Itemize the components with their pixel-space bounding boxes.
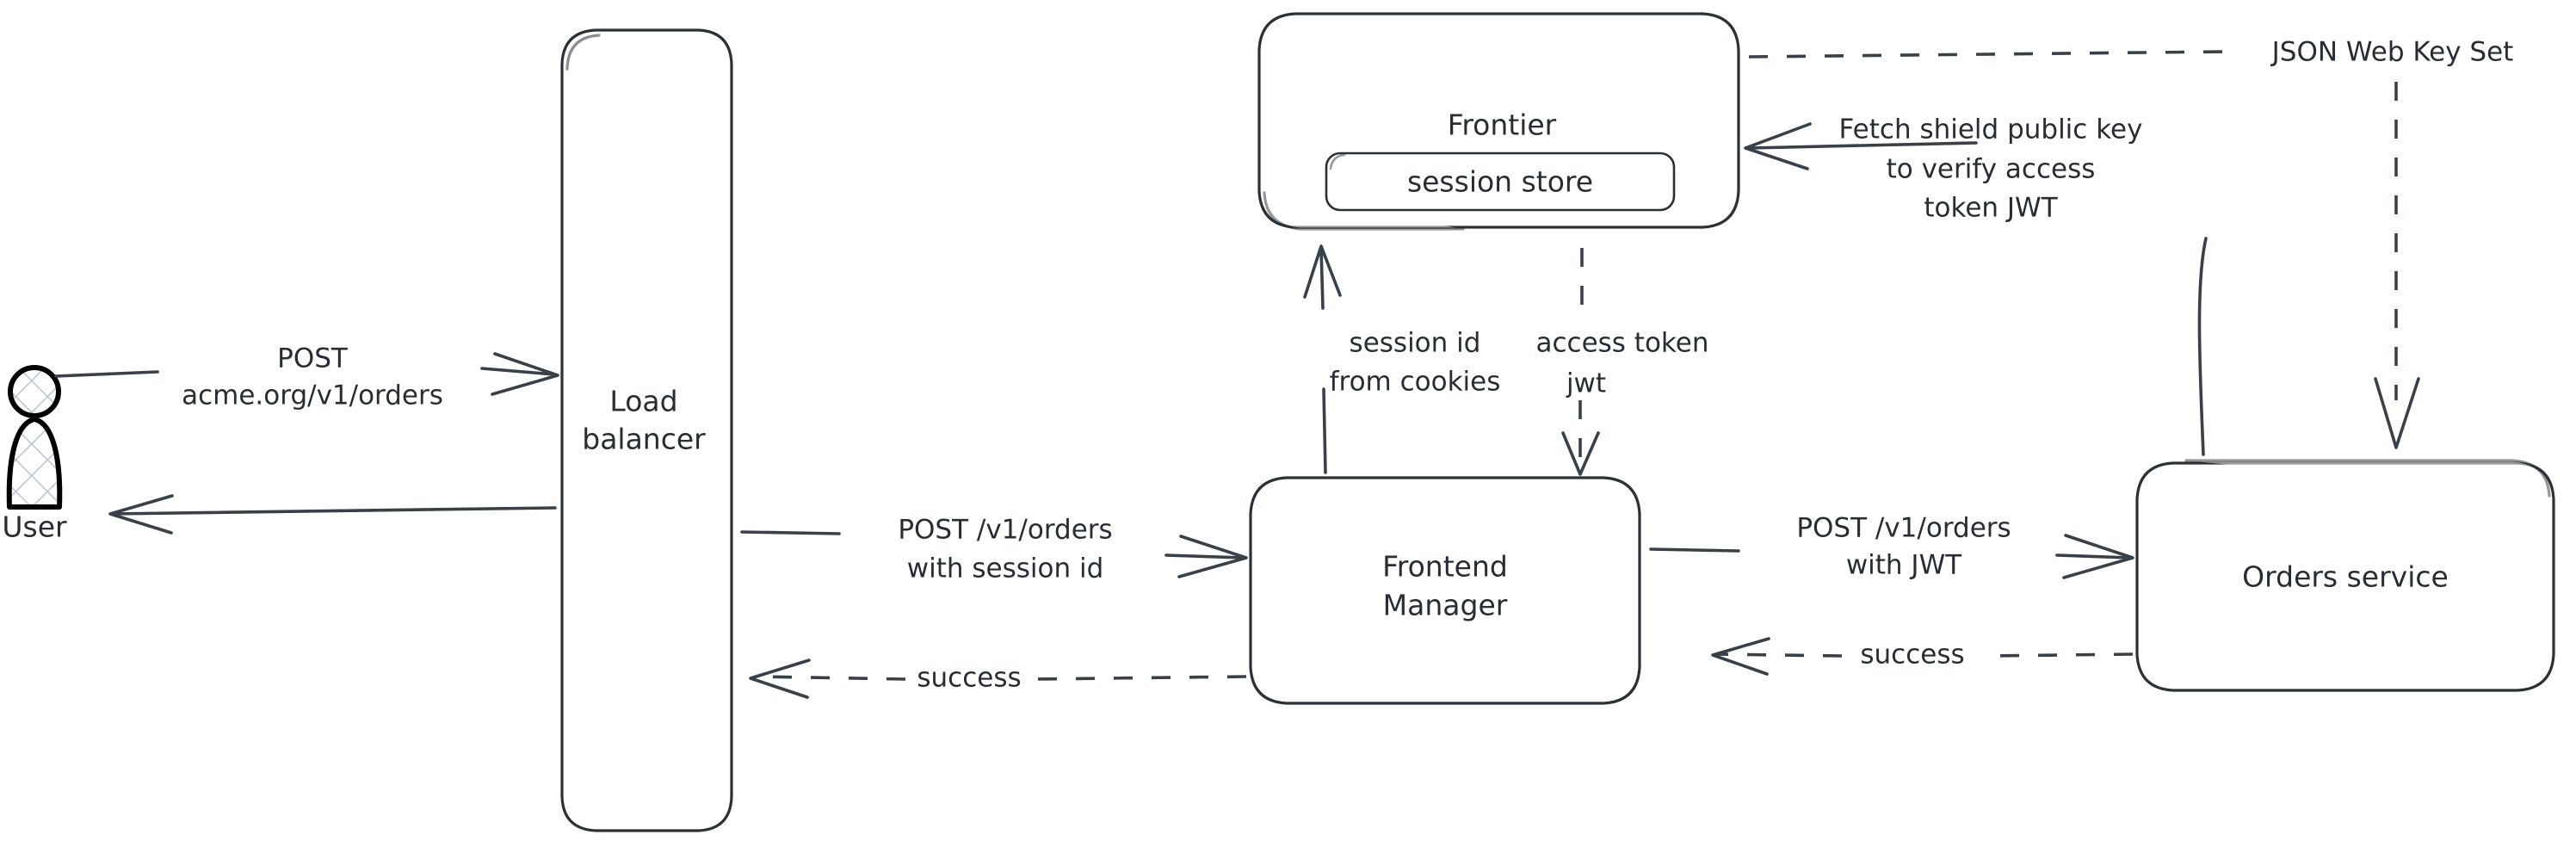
node-frontend-manager-label-line2: Manager [1383, 589, 1508, 622]
edge-fm-to-frontier-arrowhead [1303, 244, 1342, 299]
load-balancer-sketch-overstroke [565, 34, 601, 71]
edge-fm-to-frontier-upper [1319, 246, 1325, 310]
edge-lb-to-fm-arrowhead [1177, 535, 1248, 578]
node-session-store-label: session store [1407, 165, 1593, 199]
edge-orders-service-to-frontend-manager[interactable]: success [1711, 637, 2134, 676]
edge-fm-to-frontier-lower [1322, 387, 1327, 474]
node-load-balancer-label-line2: balancer [582, 423, 706, 456]
edge-user-to-lb-stub [54, 370, 159, 378]
edge-orders-service-to-frontier[interactable]: Fetch shield public key to verify access… [1744, 114, 2208, 456]
edge-orders-to-frontier-label-line3: token JWT [1924, 193, 2058, 224]
edge-frontier-to-fm-label-line2: jwt [1566, 368, 1606, 399]
edge-orders-to-fm-label: success [1860, 640, 1964, 671]
edge-lb-to-user-arrowhead [108, 494, 174, 535]
node-frontier-label: Frontier [1448, 108, 1557, 142]
edge-user-to-load-balancer[interactable]: POST acme.org/v1/orders [54, 343, 559, 411]
node-user-label: User [2, 510, 67, 544]
edge-user-to-lb-label-line2: acme.org/v1/orders [182, 380, 443, 411]
edge-orders-to-fm-dashed-right [1983, 652, 2134, 658]
edge-orders-to-frontier-line [1748, 141, 1978, 150]
edge-lb-to-fm-label-line1: POST /v1/orders [898, 515, 1112, 546]
edge-fm-to-lb-label: success [917, 663, 1021, 694]
edge-frontier-to-orders-service-jwks[interactable]: JSON Web Key Set [1748, 37, 2514, 449]
edge-orders-to-frontier-riser [2197, 237, 2208, 456]
load-balancer-shape [560, 28, 733, 832]
edge-frontend-manager-to-frontier[interactable]: session id from cookies [1303, 244, 1501, 474]
session-store-sketch-overstroke [1329, 153, 1346, 170]
orders-service-shape [2135, 461, 2555, 692]
edge-fm-to-orders-arrowhead [2062, 534, 2134, 579]
edge-frontend-manager-to-orders-service[interactable]: POST /v1/orders with JWT [1649, 513, 2134, 581]
edge-jwks-arrowhead [2374, 377, 2420, 449]
edge-lb-to-user-line [110, 506, 557, 516]
frontend-manager-shape [1249, 476, 1641, 705]
edge-lb-to-fm-line [1164, 553, 1245, 560]
node-load-balancer-label-line1: Load [609, 385, 677, 418]
node-frontend-manager[interactable]: Frontend Manager [1249, 476, 1641, 705]
edge-orders-to-frontier-label-line2: to verify access [1887, 154, 2096, 185]
edge-load-balancer-to-frontend-manager[interactable]: POST /v1/orders with session id [740, 515, 1248, 584]
edge-orders-to-frontier-arrowhead [1744, 122, 1812, 170]
edge-fm-to-orders-stub [1649, 547, 1740, 553]
node-frontend-manager-label-line1: Frontend [1382, 550, 1508, 584]
edge-fm-to-orders-line [2055, 553, 2132, 560]
edge-frontier-to-frontend-manager[interactable]: access token jwt [1535, 248, 1709, 476]
node-load-balancer[interactable]: Load balancer [560, 28, 733, 832]
edge-fm-to-frontier-label-line2: from cookies [1330, 367, 1501, 398]
edge-fm-to-orders-label-line1: POST /v1/orders [1796, 513, 2011, 544]
edge-orders-to-fm-arrowhead [1711, 637, 1770, 676]
edge-frontier-to-fm-label-line1: access token [1535, 328, 1708, 359]
session-store-shape [1325, 151, 1676, 212]
node-orders-service[interactable]: Orders service [2135, 459, 2555, 692]
node-orders-service-label: Orders service [2242, 560, 2449, 594]
edge-fm-to-lb-dashed-left [757, 675, 906, 681]
edge-user-to-lb-line [480, 367, 557, 376]
user-body-icon [6, 417, 63, 510]
node-session-store[interactable]: session store [1325, 151, 1676, 212]
edge-jwks-label: JSON Web Key Set [2270, 37, 2514, 68]
edge-load-balancer-to-user[interactable] [108, 494, 557, 535]
edge-user-to-lb-arrowhead [491, 352, 559, 396]
node-user[interactable]: User [2, 365, 67, 544]
edge-user-to-lb-label-line1: POST [277, 343, 349, 374]
edge-frontend-manager-to-load-balancer[interactable]: success [749, 658, 1247, 699]
node-frontier[interactable]: Frontier session store [1257, 12, 1740, 231]
edge-frontier-to-fm-arrowhead [1561, 431, 1600, 476]
edge-fm-to-frontier-label-line1: session id [1350, 328, 1481, 359]
edge-jwks-horizontal [1748, 50, 2226, 59]
edge-fm-to-lb-arrowhead [749, 658, 811, 699]
edge-fm-to-orders-label-line2: with JWT [1846, 550, 1962, 581]
edge-orders-to-fm-dashed-left [1717, 652, 1843, 658]
user-head-icon [8, 365, 61, 418]
edge-orders-to-frontier-label-line1: Fetch shield public key [1839, 114, 2143, 145]
edge-fm-to-lb-dashed-right [1032, 675, 1247, 681]
orders-service-sketch-overstroke [2184, 459, 2551, 498]
edge-lb-to-fm-label-line2: with session id [907, 553, 1104, 584]
edge-lb-to-fm-stub [740, 530, 841, 535]
